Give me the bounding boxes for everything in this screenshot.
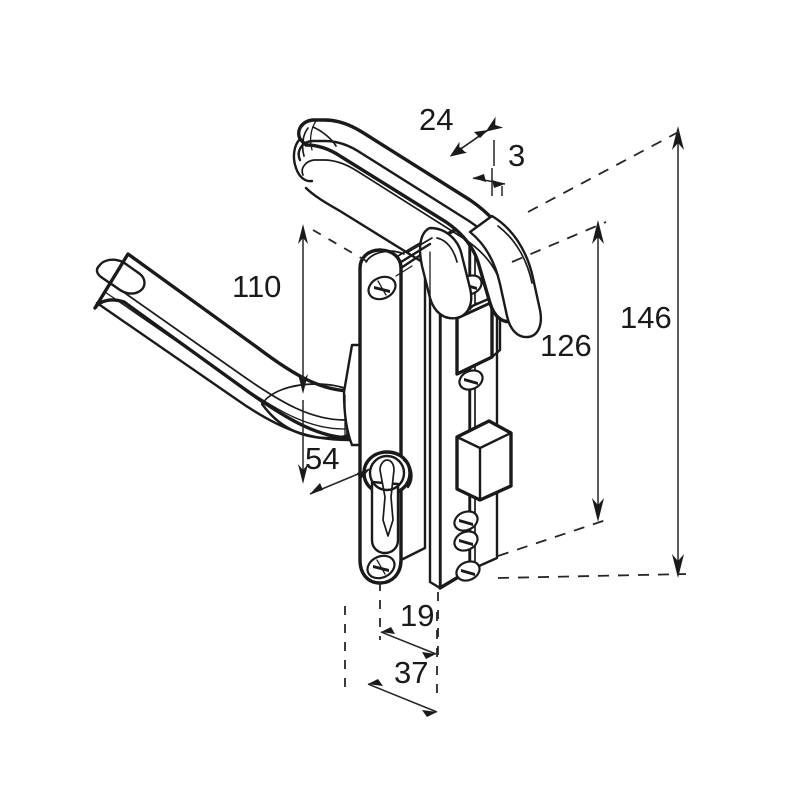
dimension-54 — [298, 400, 371, 495]
dimension-146 — [497, 126, 687, 579]
dimension-37 — [344, 606, 438, 717]
faceplate-screw-5 — [455, 560, 481, 582]
dead-bolt — [455, 419, 513, 502]
dimension-19 — [379, 582, 439, 662]
dimension-label-24: 24 — [419, 102, 454, 137]
escutcheon-screw-top — [367, 275, 397, 301]
escutcheon-screw-bottom — [366, 554, 396, 580]
faceplate-screw-3 — [453, 510, 479, 532]
dimension-label-146: 146 — [620, 300, 672, 335]
dimension-3 — [472, 168, 506, 196]
dimension-110 — [298, 224, 369, 394]
dimension-label-37: 37 — [394, 655, 429, 690]
dimension-label-54: 54 — [305, 441, 340, 476]
upper-lever-handle — [292, 118, 542, 339]
dimension-label-19: 19 — [400, 598, 435, 633]
euro-cylinder — [362, 450, 413, 555]
dimension-label-110: 110 — [232, 269, 282, 304]
hub-detail-lines — [344, 242, 431, 437]
faceplate-screw-2 — [458, 369, 484, 391]
dimension-label-126: 126 — [540, 328, 592, 363]
faceplate-screw-4 — [453, 530, 479, 552]
dimension-126 — [497, 220, 607, 557]
dimension-24 — [449, 116, 504, 166]
dimension-label-3: 3 — [508, 138, 526, 173]
